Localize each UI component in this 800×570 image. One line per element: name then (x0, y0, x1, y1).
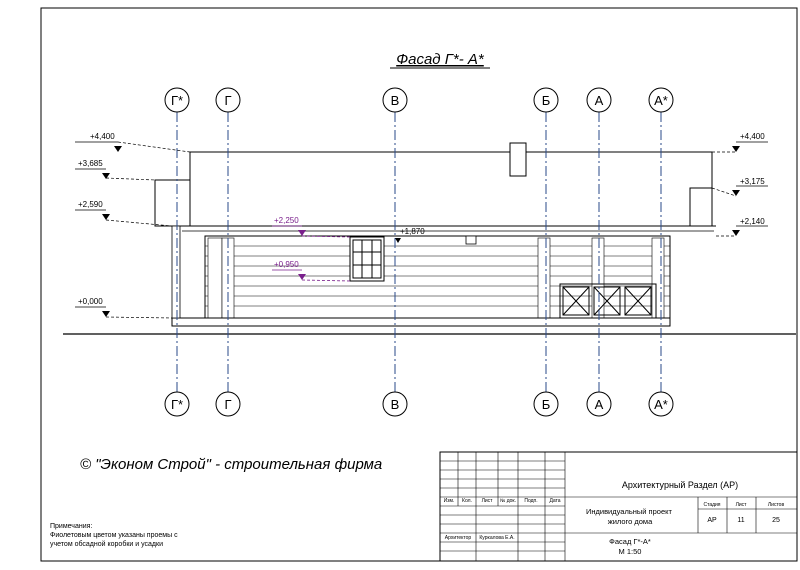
gable-left (154, 179, 191, 227)
tb-header: № док. (500, 498, 516, 504)
axis-label: Г (224, 93, 231, 108)
axis-label: Б (542, 397, 551, 412)
level-mark-right: +3,175 (740, 177, 765, 186)
foundation (171, 317, 671, 327)
tb-scale: М 1:50 (619, 547, 642, 556)
axis-bubble (586, 87, 612, 113)
tb-project-line1: Индивидуальный проект (586, 507, 673, 516)
axis-lines (176, 112, 662, 392)
axis-label: А* (654, 93, 668, 108)
tb-sheet: 11 (737, 517, 744, 524)
level-mark-left: +3,685 (78, 159, 103, 168)
axis-bubble (215, 87, 241, 113)
axis-label: Б (542, 93, 551, 108)
tb-sheets-label: Листов (768, 502, 785, 508)
level-mark-left: +2,590 (78, 200, 103, 209)
axis-bubbles-top: Г* Г В Б А А* (164, 87, 674, 113)
tb-sheet-name: Фасад Г*-А* (609, 537, 651, 546)
inner-level-triangle (395, 238, 401, 243)
tb-header: Дата (549, 498, 560, 504)
level-mark-right: +4,400 (740, 132, 765, 141)
axis-bubble (164, 87, 190, 113)
axis-label: А (595, 397, 604, 412)
axis-bubbles-bottom: Г* Г В Б А А* (164, 391, 674, 417)
axis-bubble (215, 391, 241, 417)
axis-bubble (533, 87, 559, 113)
tb-role: Архитектор (445, 535, 472, 541)
axis-bubble (164, 391, 190, 417)
tb-sheet-label: Лист (736, 502, 748, 508)
drawing-title: Фасад Г*- А* (396, 51, 485, 68)
tb-header: Подп. (524, 498, 537, 504)
level-triangles-right (732, 146, 740, 236)
level-mark-inner: +1,870 (400, 227, 425, 236)
notes: Примечания: Фиолетовым цветом указаны пр… (50, 522, 190, 549)
axis-bubble (533, 391, 559, 417)
tb-stage-label: Стадия (703, 502, 720, 508)
level-leaders-right (711, 141, 768, 237)
axis-label: Г* (171, 397, 183, 412)
window (349, 236, 385, 282)
axis-label: В (391, 93, 400, 108)
sheet-frame (40, 7, 798, 562)
tb-header: Лист (482, 498, 494, 504)
chimney (509, 142, 527, 177)
notes-heading: Примечания: (50, 523, 93, 530)
tb-sheets: 25 (772, 517, 780, 524)
opening-leaders (272, 225, 351, 282)
notes-text: Фиолетовым цветом указаны проемы с учето… (50, 532, 178, 548)
opening-level-mark: +0,950 (274, 260, 299, 269)
tb-person: Куркалова Е.А. (479, 535, 514, 541)
level-mark-left: +4,400 (90, 132, 115, 141)
vent (465, 235, 477, 245)
axis-label: Г (224, 397, 231, 412)
opening-level-mark: +2,250 (274, 216, 299, 225)
tb-project: Индивидуальный проект жилого дома (586, 507, 674, 526)
left-post (171, 225, 181, 319)
tb-section: Архитектурный Раздел (АР) (622, 480, 738, 490)
opening-triangles (298, 230, 306, 280)
axis-bubble (382, 391, 408, 417)
axis-bubble (648, 391, 674, 417)
axis-label: А* (654, 397, 668, 412)
tb-header: Изм. (444, 498, 455, 504)
axis-bubble (648, 87, 674, 113)
copyright-text: © "Эконом Строй" - строительная фирма (80, 456, 383, 473)
axis-bubble (382, 87, 408, 113)
level-mark-right: +2,140 (740, 217, 765, 226)
gable-right (689, 187, 713, 227)
tb-project-line2: жилого дома (608, 517, 653, 526)
axis-label: А (595, 93, 604, 108)
level-triangles-left (102, 146, 122, 317)
tb-stage: АР (707, 517, 717, 524)
roof (189, 151, 713, 227)
axis-bubble (586, 391, 612, 417)
tb-header: Кол. (462, 498, 472, 504)
level-mark-left: +0,000 (78, 297, 103, 306)
level-leaders-left (75, 141, 191, 319)
axis-label: В (391, 397, 400, 412)
axis-label: Г* (171, 93, 183, 108)
title-block: Изм. Кол. Лист № док. Подп. Дата Архитек… (439, 451, 798, 562)
porch-railing (559, 283, 657, 319)
